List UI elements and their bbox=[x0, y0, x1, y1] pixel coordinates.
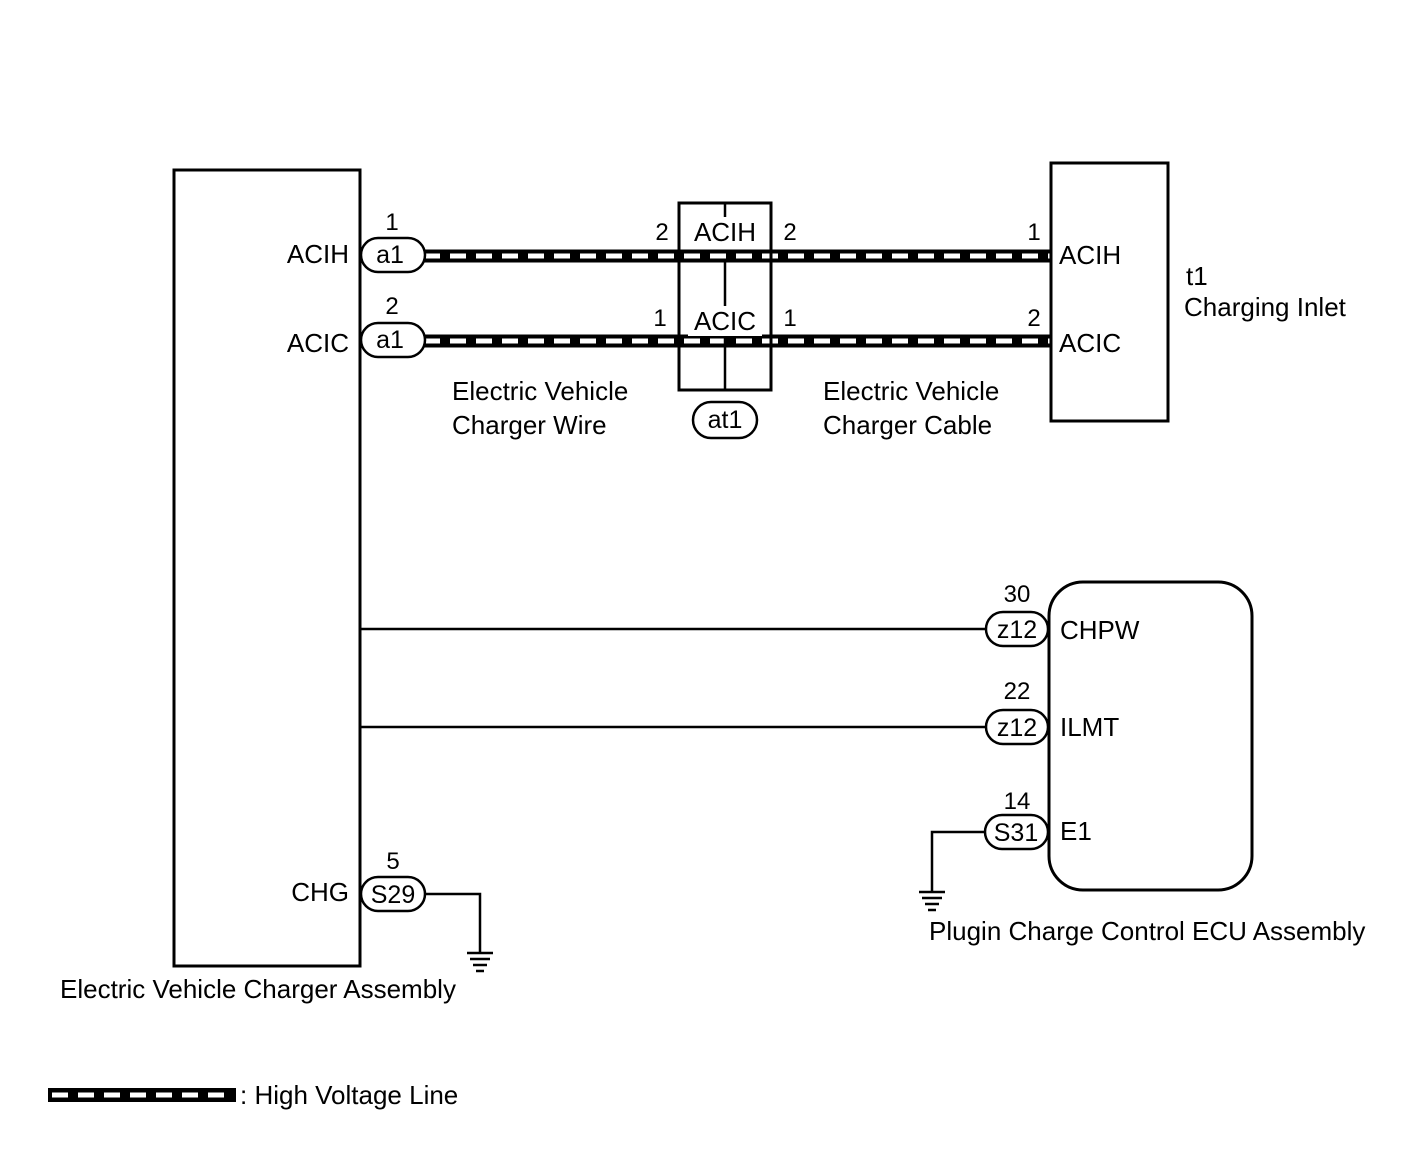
ecu-pin-e1-label: E1 bbox=[1060, 816, 1092, 846]
charger-assembly-box bbox=[172, 168, 362, 968]
inlet-pin-acih-number: 1 bbox=[1027, 219, 1040, 246]
ecu-pin-chpw-label: CHPW bbox=[1060, 615, 1140, 645]
legend-hv-label: : High Voltage Line bbox=[240, 1080, 458, 1110]
connector-a1-acih bbox=[359, 236, 427, 274]
connector-a1-acih-label: a1 bbox=[376, 241, 404, 269]
connector-z12-chpw bbox=[984, 610, 1050, 648]
connector-s31-label: S31 bbox=[994, 819, 1038, 847]
charger-assembly-label: Electric Vehicle Charger Assembly bbox=[60, 974, 456, 1004]
connector-at1 bbox=[691, 400, 759, 440]
junction-acic-pin-left: 1 bbox=[653, 305, 666, 332]
junction-connector bbox=[677, 201, 773, 392]
legend-hv-swatch bbox=[48, 1088, 236, 1102]
junction-acih-label: ACIH bbox=[694, 217, 756, 247]
charging-inlet-box bbox=[1049, 161, 1170, 423]
ecu-assembly-label: Plugin Charge Control ECU Assembly bbox=[929, 916, 1365, 946]
ground-e1 bbox=[919, 830, 985, 912]
ecu-pin-ilmt-label: ILMT bbox=[1060, 712, 1119, 742]
ground-chg bbox=[425, 892, 493, 973]
charger-pin-acic-label: ACIC bbox=[287, 328, 349, 358]
charger-cable-label-line2: Charger Cable bbox=[823, 410, 992, 440]
charging-inlet-label: Charging Inlet bbox=[1184, 292, 1347, 322]
charger-wire-label-line1: Electric Vehicle bbox=[452, 376, 628, 406]
charger-pin-acic-number: 2 bbox=[385, 293, 398, 320]
charger-pin-acih-label: ACIH bbox=[287, 239, 349, 269]
connector-z12-ilmt-label: z12 bbox=[997, 714, 1037, 742]
ecu-pin-e1-number: 14 bbox=[1004, 788, 1031, 815]
connector-at1-label: at1 bbox=[708, 406, 743, 434]
inlet-pin-acih-label: ACIH bbox=[1059, 240, 1121, 270]
charger-pin-chg-label: CHG bbox=[291, 877, 349, 907]
junction-acih-pin-right: 2 bbox=[783, 219, 796, 246]
charger-pin-chg-number: 5 bbox=[386, 848, 399, 875]
junction-acic-pin-right: 1 bbox=[783, 305, 796, 332]
inlet-pin-acic-number: 2 bbox=[1027, 305, 1040, 332]
connector-a1-acic bbox=[359, 321, 427, 359]
connector-s29-label: S29 bbox=[371, 881, 415, 909]
ecu-pin-ilmt-number: 22 bbox=[1004, 678, 1031, 705]
ecu-pin-chpw-number: 30 bbox=[1004, 581, 1031, 608]
charger-cable-label-line1: Electric Vehicle bbox=[823, 376, 999, 406]
inlet-pin-acic-label: ACIC bbox=[1059, 328, 1121, 358]
charging-inlet-id: t1 bbox=[1186, 261, 1208, 291]
charger-wire-label-line2: Charger Wire bbox=[452, 410, 607, 440]
junction-acic-label: ACIC bbox=[694, 306, 756, 336]
connector-s29 bbox=[359, 875, 427, 913]
junction-acih-pin-left: 2 bbox=[655, 219, 668, 246]
connector-z12-chpw-label: z12 bbox=[997, 616, 1037, 644]
charger-pin-acih-number: 1 bbox=[385, 209, 398, 236]
connector-z12-ilmt bbox=[984, 708, 1050, 746]
connector-s31 bbox=[983, 813, 1050, 851]
connector-a1-acic-label: a1 bbox=[376, 326, 404, 354]
ecu-box bbox=[1047, 580, 1254, 892]
